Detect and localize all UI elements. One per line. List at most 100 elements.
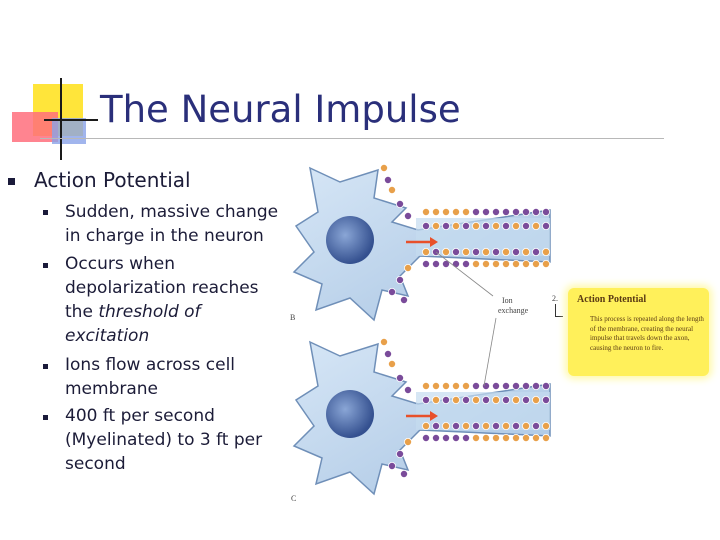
slide-title: The Neural Impulse [100, 88, 461, 131]
ion-bead [441, 395, 450, 404]
sub-bullet-marker [43, 210, 48, 215]
ion-bead [400, 469, 409, 478]
pointer-line-top [435, 251, 494, 297]
ion-bead [501, 208, 510, 217]
ion-bead [451, 381, 460, 390]
ion-bead [511, 248, 520, 257]
text-plain: the [65, 302, 99, 322]
ion-bead [471, 421, 480, 430]
ion-channels-c [380, 337, 550, 478]
ion-bead [431, 381, 440, 390]
ion-bead [451, 433, 460, 442]
ion-bead [421, 260, 430, 269]
ion-bead [396, 449, 405, 458]
ion-bead [481, 208, 490, 217]
pointer-line-bottom [483, 317, 497, 387]
text-italic: excitation [65, 326, 150, 346]
text-italic: threshold of [98, 302, 201, 322]
ion-bead [511, 381, 520, 390]
figure-label-b: B [290, 313, 296, 322]
ion-bead [451, 222, 460, 231]
callout-body: This process is repeated along the lengt… [590, 315, 704, 352]
decor-blue-square [52, 118, 86, 144]
ion-bead [491, 433, 500, 442]
callout-title: Action Potential [577, 294, 647, 305]
neuron-cell-c [292, 340, 551, 496]
sub-bullet-ions-flow: Ions flow across cell membrane [65, 353, 235, 401]
ion-bead [511, 222, 520, 231]
ion-bead [421, 222, 430, 231]
text-line: Occurs when [65, 254, 176, 274]
ion-bead [501, 260, 510, 269]
ion-bead [521, 222, 530, 231]
ion-bead [451, 260, 460, 269]
ion-bead [404, 437, 413, 446]
ion-bead [471, 222, 480, 231]
text-line: membrane [65, 379, 159, 399]
ion-bead [541, 381, 550, 390]
ion-bead [531, 395, 540, 404]
text-line: Sudden, massive change [65, 202, 279, 222]
neuron-diagram [292, 164, 551, 496]
ion-bead [531, 260, 540, 269]
ion-bead [451, 395, 460, 404]
text-line: depolarization reaches [65, 278, 259, 298]
ion-bead [541, 260, 550, 269]
sub-bullet-sudden-change: Sudden, massive change in charge in the … [65, 200, 278, 248]
ion-bead [388, 359, 397, 368]
ion-bead [461, 421, 470, 430]
sub-bullet-speed: 400 ft per second (Myelinated) to 3 ft p… [65, 404, 262, 476]
ion-bead [501, 248, 510, 257]
ion-bead [461, 395, 470, 404]
text-line: in charge in the neuron [65, 226, 264, 246]
ion-bead [441, 381, 450, 390]
ion-bead [421, 433, 430, 442]
text-line: second [65, 454, 126, 474]
ion-bead [491, 421, 500, 430]
ion-bead [511, 433, 520, 442]
ion-bead [461, 248, 470, 257]
ion-bead [481, 433, 490, 442]
ion-bead [461, 222, 470, 231]
ion-bead [501, 433, 510, 442]
title-divider [40, 138, 664, 139]
ion-bead [521, 381, 530, 390]
ion-bead [396, 276, 405, 285]
ion-bead [491, 395, 500, 404]
ion-bead [461, 433, 470, 442]
ion-bead [471, 433, 480, 442]
ion-bead [501, 222, 510, 231]
ion-bead [521, 248, 530, 257]
ion-bead [441, 208, 450, 217]
ion-bead [521, 395, 530, 404]
ion-bead [531, 248, 540, 257]
ion-bead [511, 260, 520, 269]
ion-bead [531, 421, 540, 430]
ion-bead [491, 248, 500, 257]
sub-bullet-marker [43, 263, 48, 268]
ion-bead [511, 395, 520, 404]
ion-bead [491, 381, 500, 390]
ion-bead [441, 421, 450, 430]
ion-bead [541, 208, 550, 217]
action-potential-callout: Action Potential This process is repeate… [568, 288, 709, 376]
ion-bead [380, 164, 389, 172]
decor-horizontal-line [44, 119, 98, 121]
ion-bead [511, 208, 520, 217]
ion-bead [380, 337, 389, 346]
ion-bead [441, 260, 450, 269]
ion-bead [501, 421, 510, 430]
decor-red-square [12, 112, 58, 142]
text-line: (Myelinated) to 3 ft per [65, 430, 263, 450]
sub-bullet-marker [43, 364, 48, 369]
ion-bead [441, 248, 450, 257]
ion-bead [421, 395, 430, 404]
ion-bead [531, 433, 540, 442]
ion-bead [491, 260, 500, 269]
ion-bead [501, 395, 510, 404]
ion-bead [441, 433, 450, 442]
ion-bead [541, 421, 550, 430]
text-line: the threshold of [65, 300, 259, 324]
ion-bead [388, 185, 397, 194]
ion-bead [531, 222, 540, 231]
